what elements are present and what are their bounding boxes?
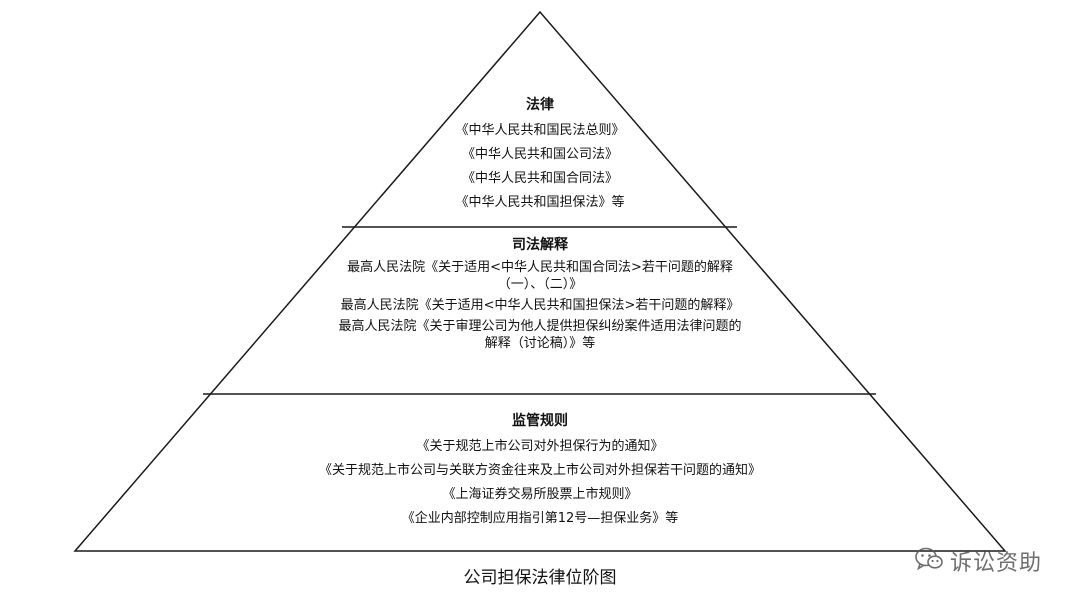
law-item: 《中华人民共和国公司法》 [461, 147, 618, 162]
law-item: 《中华人民共和国合同法》 [461, 171, 618, 186]
wechat-icon [914, 546, 944, 576]
tier-regulatory-title: 监管规则 [512, 413, 568, 429]
tier-judicial-title: 司法解释 [512, 237, 568, 253]
law-item: 《中华人民共和国担保法》等 [455, 195, 625, 210]
pyramid-triangle [73, 10, 1007, 552]
regulatory-item: 《关于规范上市公司对外担保行为的通知》 [416, 439, 664, 454]
watermark-text: 诉讼资助 [949, 551, 1042, 576]
tier-law: 法律 《中华人民共和国民法总则》 《中华人民共和国公司法》 《中华人民共和国合同… [140, 95, 940, 215]
regulatory-item: 《关于规范上市公司与关联方资金往来及上市公司对外担保若干问题的通知》 [318, 463, 761, 478]
tier-judicial-interpretation: 司法解释 最高人民法院《关于适用<中华人民共和国合同法>若干问题的解释（一）、（… [140, 235, 940, 356]
tier-regulatory-rules: 监管规则 《关于规范上市公司对外担保行为的通知》 《关于规范上市公司与关联方资金… [140, 411, 940, 531]
judicial-item: 最高人民法院《关于适用<中华人民共和国担保法>若干问题的解释》 [340, 298, 740, 313]
regulatory-item: 《上海证券交易所股票上市规则》 [442, 487, 638, 502]
judicial-item: 最高人民法院《关于适用<中华人民共和国合同法>若干问题的解释（一）、（二）》 [347, 260, 733, 292]
regulatory-item: 《企业内部控制应用指引第12号—担保业务》等 [401, 511, 679, 526]
figure-caption: 公司担保法律位阶图 [463, 568, 617, 588]
judicial-item: 最高人民法院《关于审理公司为他人提供担保纠纷案件适用法律问题的解释（讨论稿）》等 [338, 319, 742, 351]
law-item: 《中华人民共和国民法总则》 [455, 123, 625, 138]
tier-law-title: 法律 [526, 97, 554, 113]
watermark: 诉讼资助 [914, 545, 1042, 577]
